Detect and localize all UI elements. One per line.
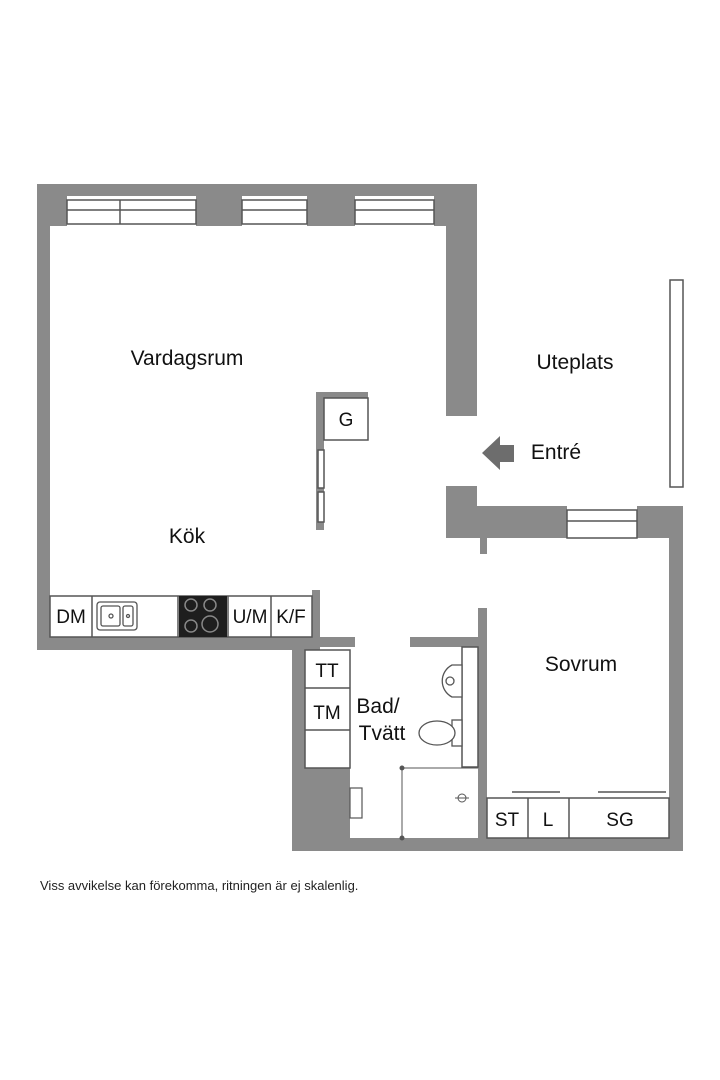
room-label-bath-line1: Bad/: [356, 695, 399, 718]
fixture-label-kf: K/F: [276, 607, 306, 628]
bedroom-storage: [486, 791, 670, 839]
room-label-kitchen: Kök: [169, 525, 206, 548]
window-living-3: [354, 199, 435, 225]
window-living-1: [66, 199, 197, 225]
fixture-label-washer: TM: [313, 703, 340, 724]
room-label-living: Vardagsrum: [131, 347, 244, 370]
room-label-patio: Uteplats: [536, 351, 613, 374]
bath-sink-icon: [441, 664, 463, 698]
walls: [37, 184, 683, 851]
bathroom-fixtures: [304, 646, 479, 769]
toilet-icon: [418, 719, 463, 747]
windows: [66, 199, 638, 539]
disclaimer-note: Viss avvikelse kan förekomma, ritningen …: [40, 878, 359, 893]
room-label-entrance: Entré: [531, 441, 581, 464]
entrance-arrow-icon: [482, 436, 514, 470]
fixture-label-ufm: U/M: [233, 607, 268, 628]
stove-icon: [179, 596, 227, 637]
sink-icon: [96, 601, 138, 631]
shower-area: [399, 765, 478, 841]
fixture-label-wardrobe: G: [339, 410, 354, 431]
bath-radiator: [349, 787, 363, 819]
wardrobe-unit: [316, 392, 369, 530]
fixture-label-l: L: [543, 810, 554, 831]
room-label-bath-line2: Tvätt: [359, 722, 406, 745]
fixture-label-sg: SG: [606, 810, 633, 831]
fixture-label-dishwasher: DM: [56, 607, 86, 628]
fixture-label-st: ST: [495, 810, 520, 831]
window-living-2: [241, 199, 308, 225]
window-bedroom: [566, 509, 638, 539]
patio-railing: [669, 279, 684, 488]
room-label-bedroom: Sovrum: [545, 653, 617, 676]
fixture-label-dryer: TT: [315, 661, 339, 682]
